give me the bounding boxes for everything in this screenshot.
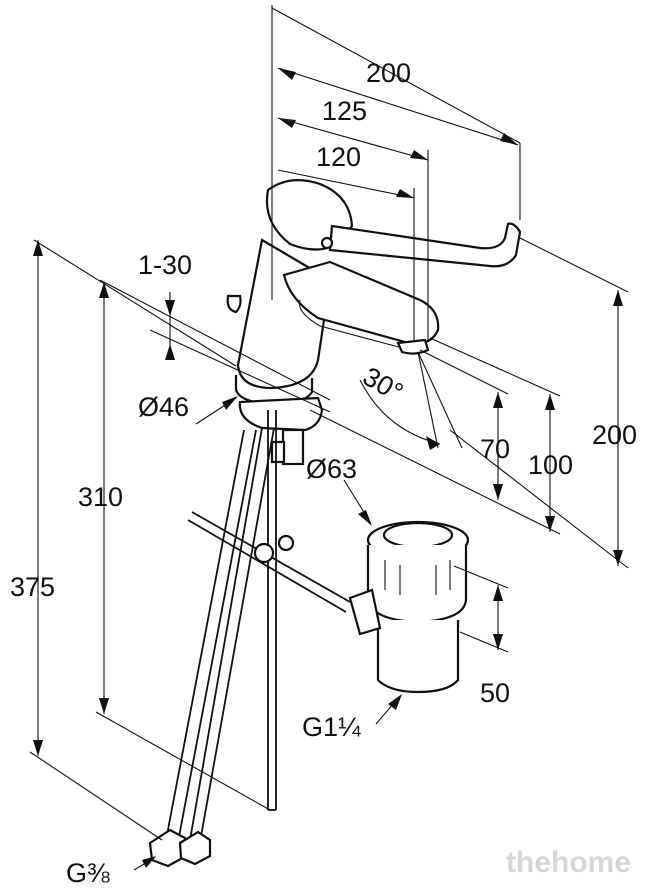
label-reach-120: 120 [316, 142, 361, 172]
label-waste-diameter: Ø63 [306, 454, 357, 484]
label-height-200: 200 [592, 420, 637, 450]
faucet-body [226, 179, 522, 406]
pop-up-waste [348, 520, 470, 694]
pop-up-rod [187, 410, 351, 811]
label-waste-height-50: 50 [480, 678, 510, 708]
label-width-200: 200 [366, 58, 411, 88]
mounting-hardware [238, 396, 324, 466]
dimension-lines [29, 5, 629, 871]
label-reach-125: 125 [322, 96, 367, 126]
label-waste-thread: G1¼ [302, 712, 361, 742]
label-length-310: 310 [78, 482, 123, 512]
watermark: thehome [506, 846, 631, 879]
supply-hoses [148, 427, 275, 868]
label-length-375: 375 [10, 572, 55, 602]
label-hose-thread: G⅜ [66, 858, 110, 888]
label-deck-thickness: 1-30 [138, 250, 192, 280]
label-height-70: 70 [480, 434, 510, 464]
label-height-100: 100 [528, 450, 573, 480]
dimension-labels: 200 125 120 1-30 Ø46 30° 70 100 200 Ø63 … [10, 58, 637, 888]
label-base-diameter: Ø46 [138, 392, 189, 422]
label-spout-angle: 30° [358, 361, 408, 407]
